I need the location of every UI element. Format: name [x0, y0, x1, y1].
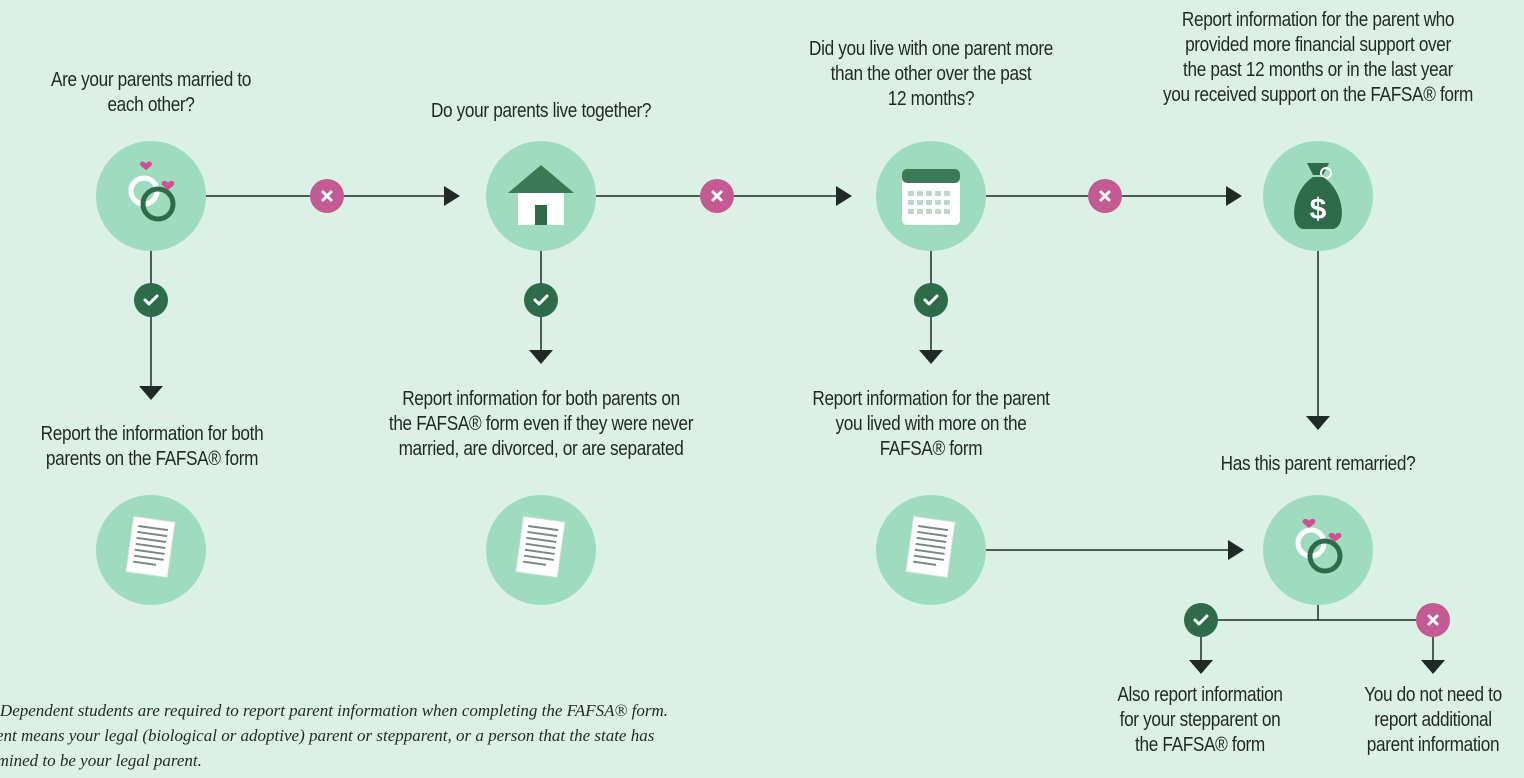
arrowhead — [444, 186, 460, 206]
outcome-stepparent: Also report information for your steppar… — [1117, 684, 1283, 756]
outcome-both-together: Report information for both parents on t… — [388, 388, 694, 460]
arrowhead — [1421, 660, 1445, 674]
document-icon — [876, 495, 986, 605]
check-icon — [1184, 603, 1218, 637]
outcome-both-married: Report the information for both parents … — [40, 423, 264, 470]
svg-text:$: $ — [1310, 193, 1327, 226]
x-icon — [1416, 603, 1450, 637]
x-icon — [1088, 179, 1122, 213]
rings-icon — [96, 141, 206, 251]
outcome-lived-with-more: Report information for the parent you li… — [812, 388, 1050, 460]
calendar-icon — [876, 141, 986, 251]
arrowhead — [1306, 416, 1330, 430]
check-icon — [914, 283, 948, 317]
x-icon — [310, 179, 344, 213]
footnote-line-2: rent means your legal (biological or ado… — [0, 726, 655, 745]
check-icon — [524, 283, 558, 317]
question-remarried: Has this parent remarried? — [1220, 453, 1416, 475]
outcome-financial-support: Report information for the parent who pr… — [1163, 9, 1473, 106]
arrowhead — [919, 350, 943, 364]
arrowhead — [1228, 540, 1244, 560]
money-bag-icon: $ — [1263, 141, 1373, 251]
footnote-line-3: rmined to be your legal parent. — [0, 751, 202, 770]
x-icon — [700, 179, 734, 213]
question-lived-with-one: Did you live with one parent more than t… — [809, 38, 1053, 110]
question-married: Are your parents married to each other? — [50, 69, 252, 116]
rings-icon — [1263, 495, 1373, 605]
arrowhead — [1226, 186, 1242, 206]
arrowhead — [836, 186, 852, 206]
house-icon — [486, 141, 596, 251]
footnote-line-1: : Dependent students are required to rep… — [0, 701, 669, 720]
question-live-together: Do your parents live together? — [430, 100, 652, 122]
document-icon — [96, 495, 206, 605]
outcome-no-additional: You do not need to report additional par… — [1364, 684, 1502, 756]
footnote: : Dependent students are required to rep… — [0, 698, 990, 773]
document-icon — [486, 495, 596, 605]
arrowhead — [529, 350, 553, 364]
check-icon — [134, 283, 168, 317]
arrowhead — [139, 386, 163, 400]
arrowhead — [1189, 660, 1213, 674]
